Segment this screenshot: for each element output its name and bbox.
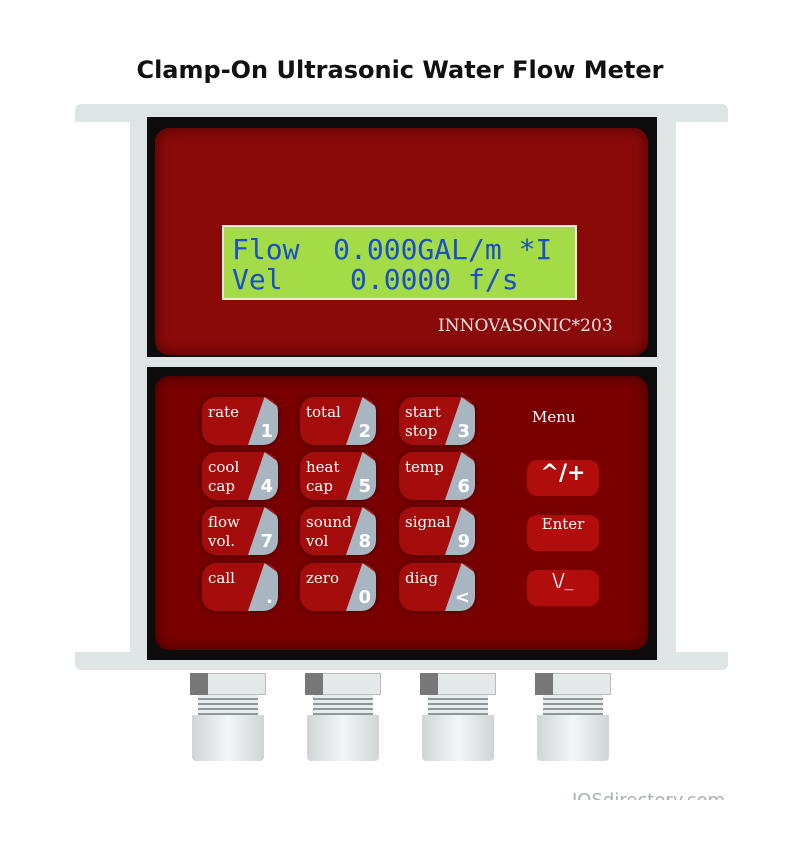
- key-temp[interactable]: temp 6: [399, 452, 475, 500]
- key-label: heat cap: [306, 458, 340, 495]
- key-signal[interactable]: signal 9: [399, 507, 475, 555]
- lcd-line-flow: Flow 0.000GAL/m *I: [232, 233, 553, 266]
- key-sound[interactable]: sound vol 8: [300, 507, 376, 555]
- key-label: start stop: [405, 403, 441, 440]
- key-number: 9: [457, 531, 470, 552]
- key-wedge: [248, 563, 278, 611]
- key-label: sound vol: [306, 513, 352, 550]
- key-flow[interactable]: flow vol. 7: [202, 507, 278, 555]
- key-label: rate: [208, 403, 240, 421]
- key-number: 6: [457, 476, 470, 497]
- key-label: total: [306, 403, 341, 421]
- left-rail: [75, 122, 130, 652]
- key-number: <: [454, 587, 470, 608]
- key-heat[interactable]: heat cap 5: [300, 452, 376, 500]
- lcd-line-velocity: Vel 0.0000 f/s: [232, 263, 519, 296]
- right-rail: [676, 122, 728, 652]
- key-total[interactable]: total 2: [300, 397, 376, 445]
- key-number: 3: [457, 421, 470, 442]
- watermark: IQSdirectory.com: [572, 790, 725, 800]
- key-rate[interactable]: rate 1: [202, 397, 278, 445]
- key-number: 7: [260, 531, 273, 552]
- key-label: diag: [405, 569, 438, 587]
- key-number: 2: [358, 421, 371, 442]
- menu-label: Menu: [532, 408, 576, 426]
- key-label: temp: [405, 458, 444, 476]
- key-zero[interactable]: zero 0: [300, 563, 376, 611]
- key-label: call: [208, 569, 235, 587]
- brand-label: INNOVASONIC*203: [438, 316, 613, 336]
- key-number: 1: [260, 421, 273, 442]
- key-number: .: [266, 587, 273, 608]
- key-number: 4: [260, 476, 273, 497]
- key-call[interactable]: call.: [202, 563, 278, 611]
- down-minus-button[interactable]: \/_: [527, 570, 599, 606]
- key-start[interactable]: start stop 3: [399, 397, 475, 445]
- key-label: cool cap: [208, 458, 240, 495]
- key-label: flow vol.: [208, 513, 240, 550]
- key-label: signal: [405, 513, 451, 531]
- diagram-title: Clamp-On Ultrasonic Water Flow Meter: [136, 56, 664, 84]
- enter-button[interactable]: Enter: [527, 515, 599, 551]
- up-plus-button[interactable]: ^/+: [527, 460, 599, 496]
- key-diag[interactable]: diag <: [399, 563, 475, 611]
- key-number: 0: [358, 587, 371, 608]
- key-number: 5: [358, 476, 371, 497]
- key-number: 8: [358, 531, 371, 552]
- panel-divider: [147, 357, 657, 367]
- key-cool[interactable]: cool cap 4: [202, 452, 278, 500]
- key-label: zero: [306, 569, 339, 587]
